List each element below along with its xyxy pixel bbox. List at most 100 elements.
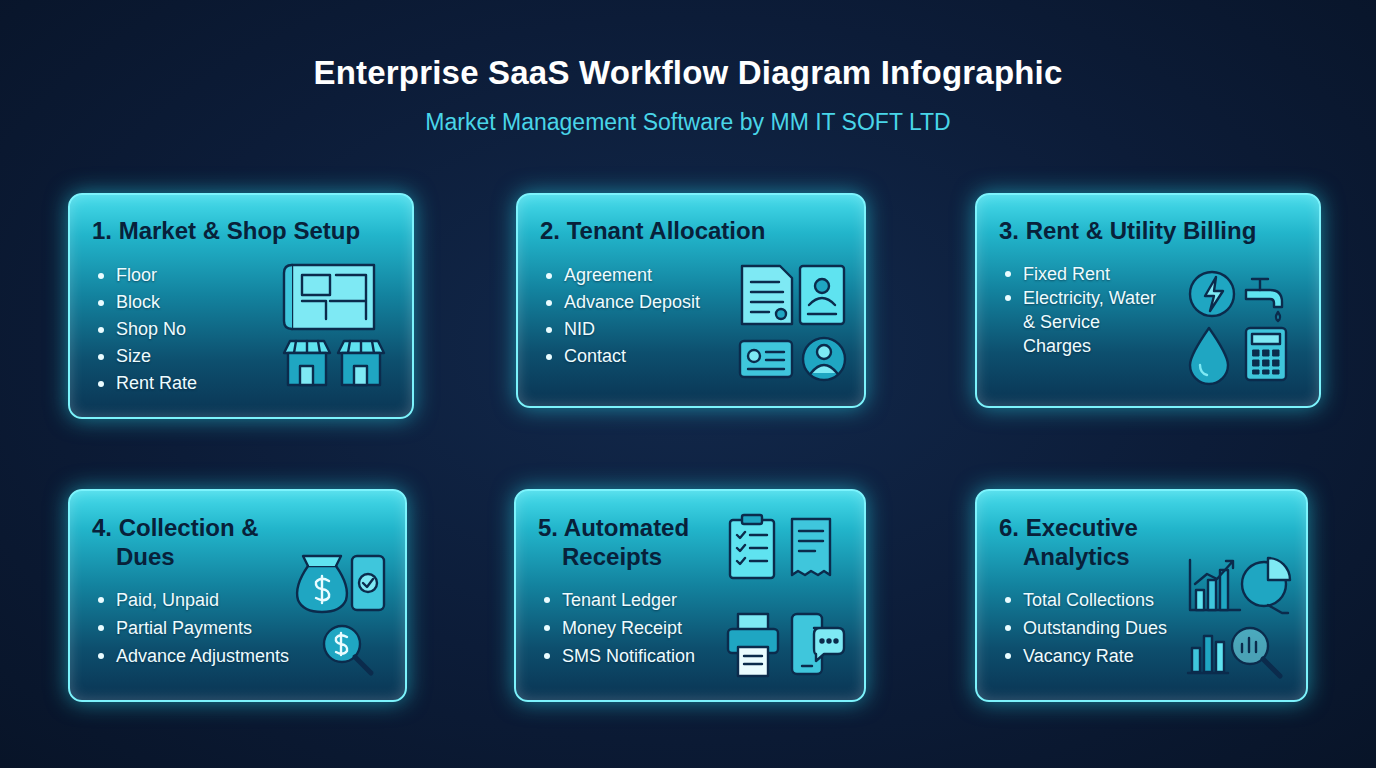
flow-arrow xyxy=(1136,420,1147,460)
bullet-dot xyxy=(98,273,104,279)
step-heading: 6. Executive Analytics xyxy=(999,513,1183,571)
list-row: Size xyxy=(92,343,292,370)
process-step-box: 2. Tenant AllocationAgreementAdvance Dep… xyxy=(516,193,866,408)
step-heading: 1. Market & Shop Setup xyxy=(92,217,392,245)
nid-card-icon xyxy=(740,341,792,377)
money-receipt-icon xyxy=(792,519,830,575)
step-item: Money Receipt xyxy=(562,614,682,642)
step-item: Advance Deposit xyxy=(564,289,700,316)
bullet-dot xyxy=(1005,271,1011,277)
diagram-title: Enterprise SaaS Workflow Diagram Infogra… xyxy=(0,54,1376,92)
list-row: Rent Rate xyxy=(92,370,292,397)
step-list: FloorBlockShop NoSizeRent Rate xyxy=(92,262,292,397)
ledger-clipboard-icon xyxy=(730,515,774,578)
payment-phone-icon xyxy=(352,556,384,610)
process-step-box: 6. Executive AnalyticsTotal CollectionsO… xyxy=(975,489,1308,702)
sms-phone-icon xyxy=(792,614,844,674)
bullet-dot xyxy=(1005,295,1011,301)
shop-icon xyxy=(284,341,330,385)
step-item: Shop No xyxy=(116,316,186,343)
step-heading: 5. Automated Receipts xyxy=(538,513,722,571)
electricity-icon xyxy=(1190,272,1234,316)
subtitle: Market Management Software by MM IT SOFT… xyxy=(425,109,950,136)
bullet-dot xyxy=(544,625,550,631)
calculator-icon xyxy=(1246,328,1286,380)
step-heading: 3. Rent & Utility Billing xyxy=(999,217,1299,245)
bullet-dot xyxy=(98,300,104,306)
step-item: Fixed Rent xyxy=(1023,262,1110,286)
bullet-dot xyxy=(98,653,104,659)
bullet-dot xyxy=(1005,597,1011,603)
water-drop-icon xyxy=(1190,328,1228,384)
step-list: AgreementAdvance DepositNIDContact xyxy=(540,262,740,370)
list-row: NID xyxy=(540,316,740,343)
list-row: Contact xyxy=(540,343,740,370)
step-list: Fixed RentElectricity, Water & Service C… xyxy=(999,262,1171,358)
list-row: Advance Adjustments xyxy=(92,642,307,670)
list-row: Vacancy Rate xyxy=(999,642,1199,670)
money-bag-icon xyxy=(297,556,347,612)
step-item: Block xyxy=(116,289,160,316)
process-step-box: 5. Automated ReceiptsTenant LedgerMoney … xyxy=(514,489,866,702)
step-item: Tenant Ledger xyxy=(562,586,677,614)
step-list: Paid, UnpaidPartial PaymentsAdvance Adju… xyxy=(92,586,307,670)
list-row: Shop No xyxy=(92,316,292,343)
bullet-dot xyxy=(98,327,104,333)
bullet-dot xyxy=(1005,653,1011,659)
step-list: Total CollectionsOutstanding DuesVacancy… xyxy=(999,586,1199,670)
list-row: Agreement xyxy=(540,262,740,289)
step-list: Tenant LedgerMoney ReceiptSMS Notificati… xyxy=(538,586,738,670)
flow-arrow xyxy=(433,295,479,306)
step-item: Outstanding Dues xyxy=(1023,614,1167,642)
process-step-box: 3. Rent & Utility BillingFixed RentElect… xyxy=(975,193,1321,408)
flow-arrow xyxy=(889,295,935,306)
step-item: NID xyxy=(564,316,595,343)
step-item: Floor xyxy=(116,262,157,289)
list-row: Total Collections xyxy=(999,586,1199,614)
step-heading: 4. Collection & Dues xyxy=(92,513,276,571)
step-item: Size xyxy=(116,343,151,370)
list-row: Partial Payments xyxy=(92,614,307,642)
step-content: 2. Tenant AllocationAgreementAdvance Dep… xyxy=(540,217,844,370)
list-row: SMS Notification xyxy=(538,642,738,670)
analytics-search-icon xyxy=(1232,628,1280,676)
bullet-dot xyxy=(544,653,550,659)
due-search-icon xyxy=(324,626,371,673)
list-row: Tenant Ledger xyxy=(538,586,738,614)
step-item: Agreement xyxy=(564,262,652,289)
blueprint-icon xyxy=(284,265,374,329)
step-content: 6. Executive AnalyticsTotal CollectionsO… xyxy=(999,513,1286,670)
list-row: Electricity, Water & Service Charges xyxy=(999,286,1171,358)
flow-arrow xyxy=(429,590,475,601)
step-item: Paid, Unpaid xyxy=(116,586,219,614)
list-row: Money Receipt xyxy=(538,614,738,642)
bar-chart-icon xyxy=(1190,560,1240,610)
step-item: Rent Rate xyxy=(116,370,197,397)
bullet-dot xyxy=(98,381,104,387)
step-content: 5. Automated ReceiptsTenant LedgerMoney … xyxy=(538,513,844,670)
bullet-dot xyxy=(98,354,104,360)
bullet-dot xyxy=(1005,625,1011,631)
list-row: Floor xyxy=(92,262,292,289)
list-row: Advance Deposit xyxy=(540,289,740,316)
bullet-dot xyxy=(98,597,104,603)
step-item: Advance Adjustments xyxy=(116,642,289,670)
step-content: 4. Collection & DuesPaid, UnpaidPartial … xyxy=(92,513,385,670)
bullet-dot xyxy=(544,597,550,603)
step-content: 1. Market & Shop SetupFloorBlockShop NoS… xyxy=(92,217,392,397)
process-step-box: 4. Collection & DuesPaid, UnpaidPartial … xyxy=(68,489,407,702)
pie-chart-icon xyxy=(1242,558,1290,613)
list-row: Fixed Rent xyxy=(999,262,1171,286)
step-item: SMS Notification xyxy=(562,642,695,670)
shop-icon xyxy=(338,341,384,385)
step-item: Vacancy Rate xyxy=(1023,642,1134,670)
list-row: Block xyxy=(92,289,292,316)
step-item: Partial Payments xyxy=(116,614,252,642)
flow-arrow xyxy=(889,590,935,601)
agreement-document-icon xyxy=(742,266,792,324)
bullet-dot xyxy=(546,327,552,333)
water-tap-icon xyxy=(1246,279,1282,321)
bullet-dot xyxy=(546,354,552,360)
contact-avatar-icon xyxy=(803,338,845,380)
bullet-dot xyxy=(546,273,552,279)
